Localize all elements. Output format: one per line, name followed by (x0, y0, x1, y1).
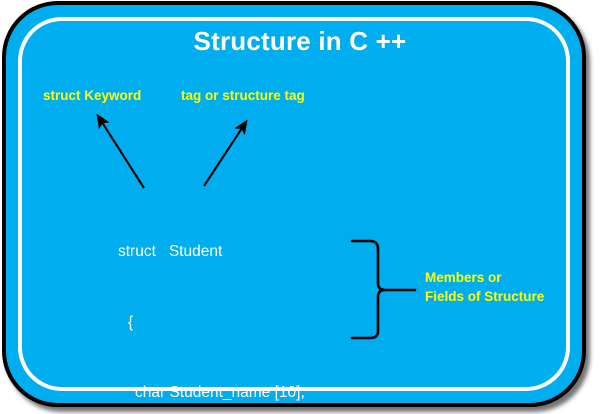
code-line-open-brace: { (128, 313, 134, 331)
diagram-title: Structure in C ++ (193, 26, 407, 56)
annotation-members-line-1: Members or (425, 270, 502, 285)
annotation-members-line-2: Fields of Structure (425, 289, 545, 304)
annotation-structure-tag: tag or structure tag (181, 88, 305, 103)
code-line-member-student-name: char Student_name [10]; (135, 384, 305, 401)
code-line-struct-declaration: struct Student (118, 243, 223, 260)
code-block: struct Student { char Student_name [10];… (118, 193, 305, 414)
annotation-members-fields: Members or Fields of Structure (425, 268, 544, 306)
annotation-struct-keyword: struct Keyword (43, 88, 142, 103)
